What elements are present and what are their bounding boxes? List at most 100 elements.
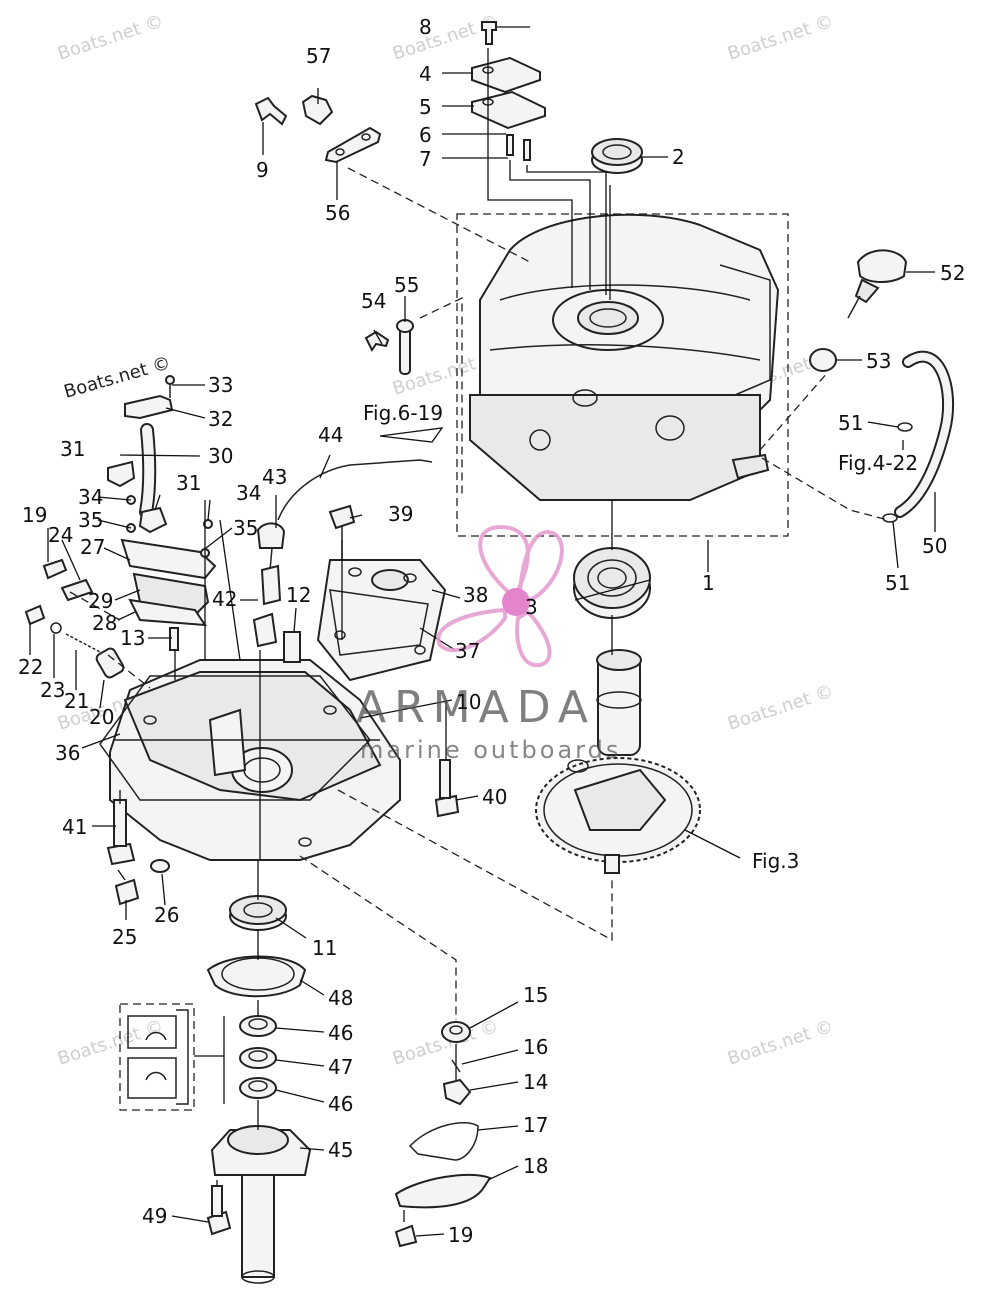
bolt-and-pin	[364, 319, 414, 375]
callout-39: 39	[388, 502, 413, 526]
watermark: Boats.net ©	[725, 681, 836, 735]
callout-19-right: 19	[448, 1223, 473, 1247]
callout-52: 52	[940, 261, 965, 285]
callout-1: 1	[702, 571, 715, 595]
callout-18: 18	[523, 1154, 548, 1178]
callout-38: 38	[463, 583, 488, 607]
crankcase-upper	[469, 213, 780, 501]
callout-17: 17	[523, 1113, 548, 1137]
callout-leaders	[29, 26, 936, 1237]
left-assembly	[24, 375, 217, 679]
callout-48: 48	[328, 986, 353, 1010]
callout-51-upper: 51	[838, 411, 863, 435]
assembly-guides	[69, 48, 889, 1222]
ref-fig4-22[interactable]: Fig.4-22	[838, 451, 918, 475]
callout-6: 6	[419, 123, 432, 147]
callout-9: 9	[256, 158, 269, 182]
callout-46-lower: 46	[328, 1092, 353, 1116]
callout-20: 20	[89, 705, 114, 729]
callout-8: 8	[419, 15, 432, 39]
callout-54: 54	[361, 289, 386, 313]
callout-37: 37	[455, 639, 480, 663]
callout-30: 30	[208, 444, 233, 468]
callout-10: 10	[456, 690, 481, 714]
callout-43: 43	[262, 465, 287, 489]
watermark: Boats.net ©	[725, 1016, 836, 1070]
lower-parts	[206, 895, 312, 1284]
gasket-36	[99, 675, 371, 801]
callout-28: 28	[92, 611, 117, 635]
callout-42: 42	[212, 587, 237, 611]
watermark: Boats.net ©	[725, 11, 836, 65]
pump-parts	[394, 1021, 492, 1248]
callout-46-upper: 46	[328, 1021, 353, 1045]
propeller-icon	[436, 524, 564, 668]
watermark-dark: Boats.net ©	[62, 352, 173, 402]
callout-labels: 8 4 5 6 7 2 57 9 56 54 55 52 53 51 50 51…	[18, 15, 965, 1247]
callout-44: 44	[318, 423, 343, 447]
callout-19-left: 19	[22, 503, 47, 527]
callout-29: 29	[88, 589, 113, 613]
callout-31-right: 31	[176, 471, 201, 495]
callout-12: 12	[286, 583, 311, 607]
crankcase-lower	[109, 659, 401, 861]
callout-57: 57	[306, 44, 331, 68]
callout-49: 49	[142, 1204, 167, 1228]
oil-seal-top	[591, 138, 643, 174]
callout-31-left: 31	[60, 437, 85, 461]
callout-16: 16	[523, 1035, 548, 1059]
callout-11: 11	[312, 936, 337, 960]
watermark: Boats.net ©	[390, 1016, 501, 1070]
callout-53: 53	[866, 349, 891, 373]
retainer-plates	[471, 21, 546, 161]
callout-15: 15	[523, 983, 548, 1007]
watermark: Boats.net ©	[55, 11, 166, 65]
brand-tagline: marine outboards	[360, 736, 621, 764]
callout-40: 40	[482, 785, 507, 809]
callout-14: 14	[523, 1070, 548, 1094]
callout-26: 26	[154, 903, 179, 927]
callout-5: 5	[419, 95, 432, 119]
breather-plate	[316, 559, 447, 682]
callout-34-left: 34	[78, 485, 103, 509]
callout-34-right: 34	[236, 481, 261, 505]
callout-47: 47	[328, 1055, 353, 1079]
callout-33: 33	[208, 373, 233, 397]
callout-24: 24	[48, 523, 73, 547]
callout-23: 23	[40, 678, 65, 702]
crankcase-assembly-box	[456, 213, 789, 537]
callout-56: 56	[325, 201, 350, 225]
callout-41: 41	[62, 815, 87, 839]
callout-50: 50	[922, 534, 947, 558]
callout-36: 36	[55, 741, 80, 765]
callout-27: 27	[80, 535, 105, 559]
callout-35-left: 35	[78, 508, 103, 532]
callout-32: 32	[208, 407, 233, 431]
bracket-parts	[254, 94, 382, 164]
watermark: Boats.net ©	[55, 1016, 166, 1070]
armada-logo: ARMADA marine outboards	[356, 524, 621, 764]
callout-55: 55	[394, 273, 419, 297]
callout-35-right: 35	[233, 516, 258, 540]
watermark: Boats.net ©	[390, 11, 501, 65]
callout-25: 25	[112, 925, 137, 949]
seal-orientation-inset	[119, 1003, 225, 1111]
callout-22: 22	[18, 655, 43, 679]
brand-name: ARMADA	[356, 682, 596, 733]
callout-21: 21	[64, 689, 89, 713]
camshaft-gear	[535, 649, 701, 874]
callout-13: 13	[120, 626, 145, 650]
breather-hose	[882, 350, 954, 523]
callout-45: 45	[328, 1138, 353, 1162]
sensor-parts	[252, 459, 433, 663]
ref-fig6-19[interactable]: Fig.6-19	[363, 401, 443, 425]
callout-2: 2	[672, 145, 685, 169]
ref-fig3[interactable]: Fig.3	[752, 849, 799, 873]
callout-4: 4	[419, 62, 432, 86]
callout-3: 3	[525, 595, 538, 619]
oil-cap-and-oring	[809, 249, 908, 372]
callout-7: 7	[419, 147, 432, 171]
callout-51-lower: 51	[885, 571, 910, 595]
